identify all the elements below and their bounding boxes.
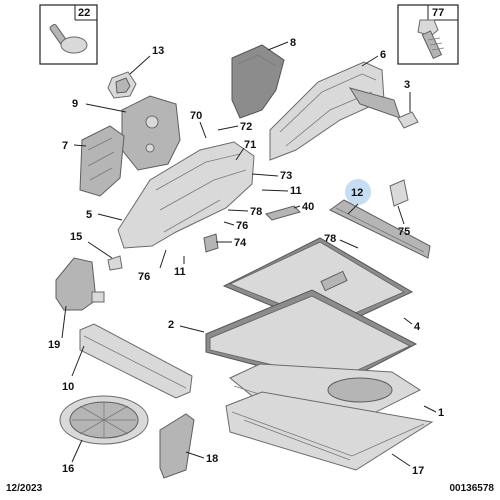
label-18: 18 xyxy=(206,453,218,465)
part-40-pad xyxy=(265,205,301,221)
label-16: 16 xyxy=(62,463,74,475)
label-22: 22 xyxy=(78,7,90,19)
label-9: 9 xyxy=(72,98,78,110)
label-7: 7 xyxy=(62,140,68,152)
label-8: 8 xyxy=(290,37,296,49)
label-15: 15 xyxy=(70,231,82,243)
part-12-sill xyxy=(329,199,431,259)
push-rivet-icon xyxy=(49,23,88,54)
inset-box-22 xyxy=(39,4,98,65)
label-40: 40 xyxy=(302,201,314,213)
label-71: 71 xyxy=(244,139,256,151)
label-4: 4 xyxy=(414,321,421,333)
part-75-latch xyxy=(389,179,409,207)
label-19: 19 xyxy=(48,339,60,351)
label-10: 10 xyxy=(62,381,74,393)
label-74: 74 xyxy=(234,237,247,249)
part-74-clip xyxy=(203,233,219,253)
label-17: 17 xyxy=(412,465,424,477)
part-15-clip xyxy=(107,255,123,271)
label-76b: 76 xyxy=(138,271,150,283)
label-76a: 76 xyxy=(236,220,248,232)
part-8-upper-trim xyxy=(231,44,285,119)
footer-date: 12/2023 xyxy=(6,483,43,494)
part-9-bracket xyxy=(121,95,181,171)
label-13: 13 xyxy=(152,45,164,57)
label-5: 5 xyxy=(86,209,92,221)
part-3-cover xyxy=(397,111,419,129)
part-2-mat xyxy=(205,289,418,387)
part-10-rail xyxy=(79,323,193,399)
part-16-wheel-support xyxy=(59,395,149,445)
label-2: 2 xyxy=(168,319,174,331)
label-73: 73 xyxy=(280,170,292,182)
label-1: 1 xyxy=(438,407,444,419)
label-78a: 78 xyxy=(250,206,262,218)
highlight-12 xyxy=(345,179,371,205)
label-72: 72 xyxy=(240,121,252,133)
screw-icon xyxy=(417,19,445,60)
part-13-clip xyxy=(107,71,137,99)
part-19-bracket xyxy=(55,257,105,311)
inset-box-77 xyxy=(397,4,459,65)
part-5-left-trim xyxy=(117,141,255,249)
label-3: 3 xyxy=(404,79,410,91)
part-17-tray xyxy=(225,391,434,471)
label-6: 6 xyxy=(380,49,386,61)
part-6-right-trim xyxy=(269,61,401,161)
footer-reference: 00136578 xyxy=(449,483,495,494)
part-7-left-bracket xyxy=(79,125,125,197)
label-77: 77 xyxy=(432,7,444,19)
label-11a: 11 xyxy=(290,185,302,197)
label-12: 12 xyxy=(351,187,363,199)
label-75: 75 xyxy=(398,226,410,238)
part-18-trim xyxy=(159,413,195,479)
label-70: 70 xyxy=(190,110,202,122)
label-11b: 11 xyxy=(174,266,186,278)
